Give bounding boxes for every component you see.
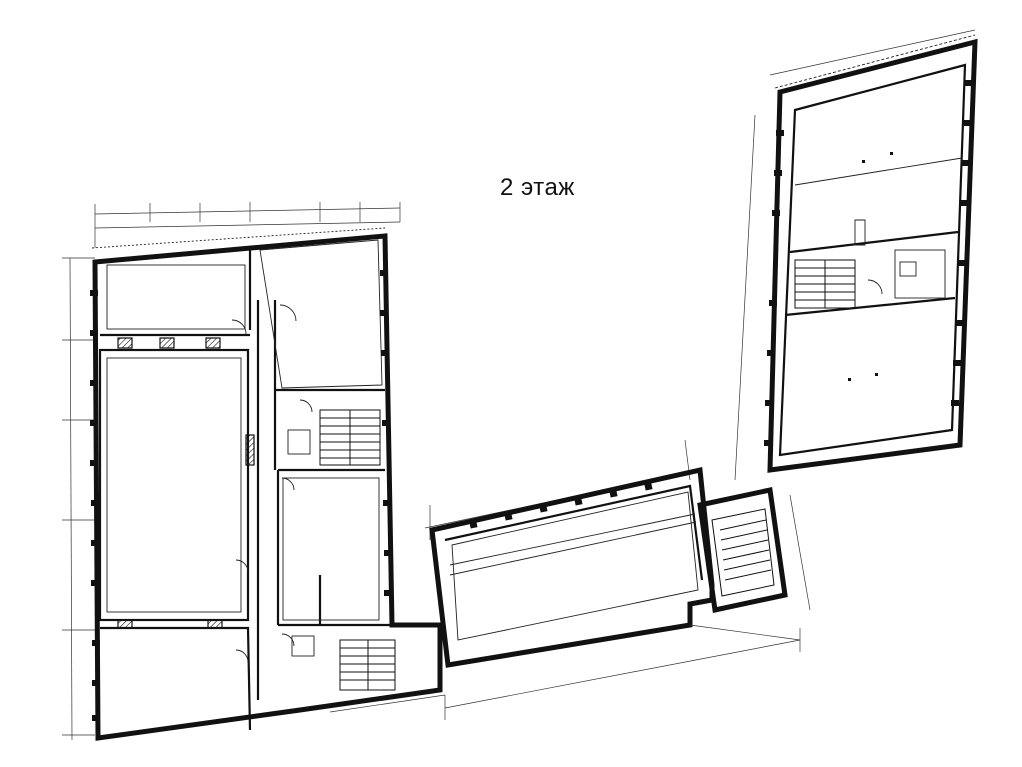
middle-building bbox=[329, 439, 801, 720]
left-wall-windows bbox=[90, 290, 100, 721]
left-building bbox=[62, 202, 443, 741]
left-side-dimensions bbox=[62, 257, 95, 741]
stair-block-bottom bbox=[339, 639, 396, 691]
left-top-dimensions bbox=[94, 202, 401, 248]
stair-block-middle bbox=[319, 409, 381, 466]
right-building-windows bbox=[764, 80, 973, 446]
middle-top-windows bbox=[469, 483, 653, 529]
right-building bbox=[734, 29, 978, 481]
floor-label: 2 этаж bbox=[500, 174, 575, 201]
left-building-right-windows bbox=[380, 270, 392, 596]
stair-tower bbox=[697, 486, 811, 614]
right-stairs bbox=[794, 259, 856, 309]
